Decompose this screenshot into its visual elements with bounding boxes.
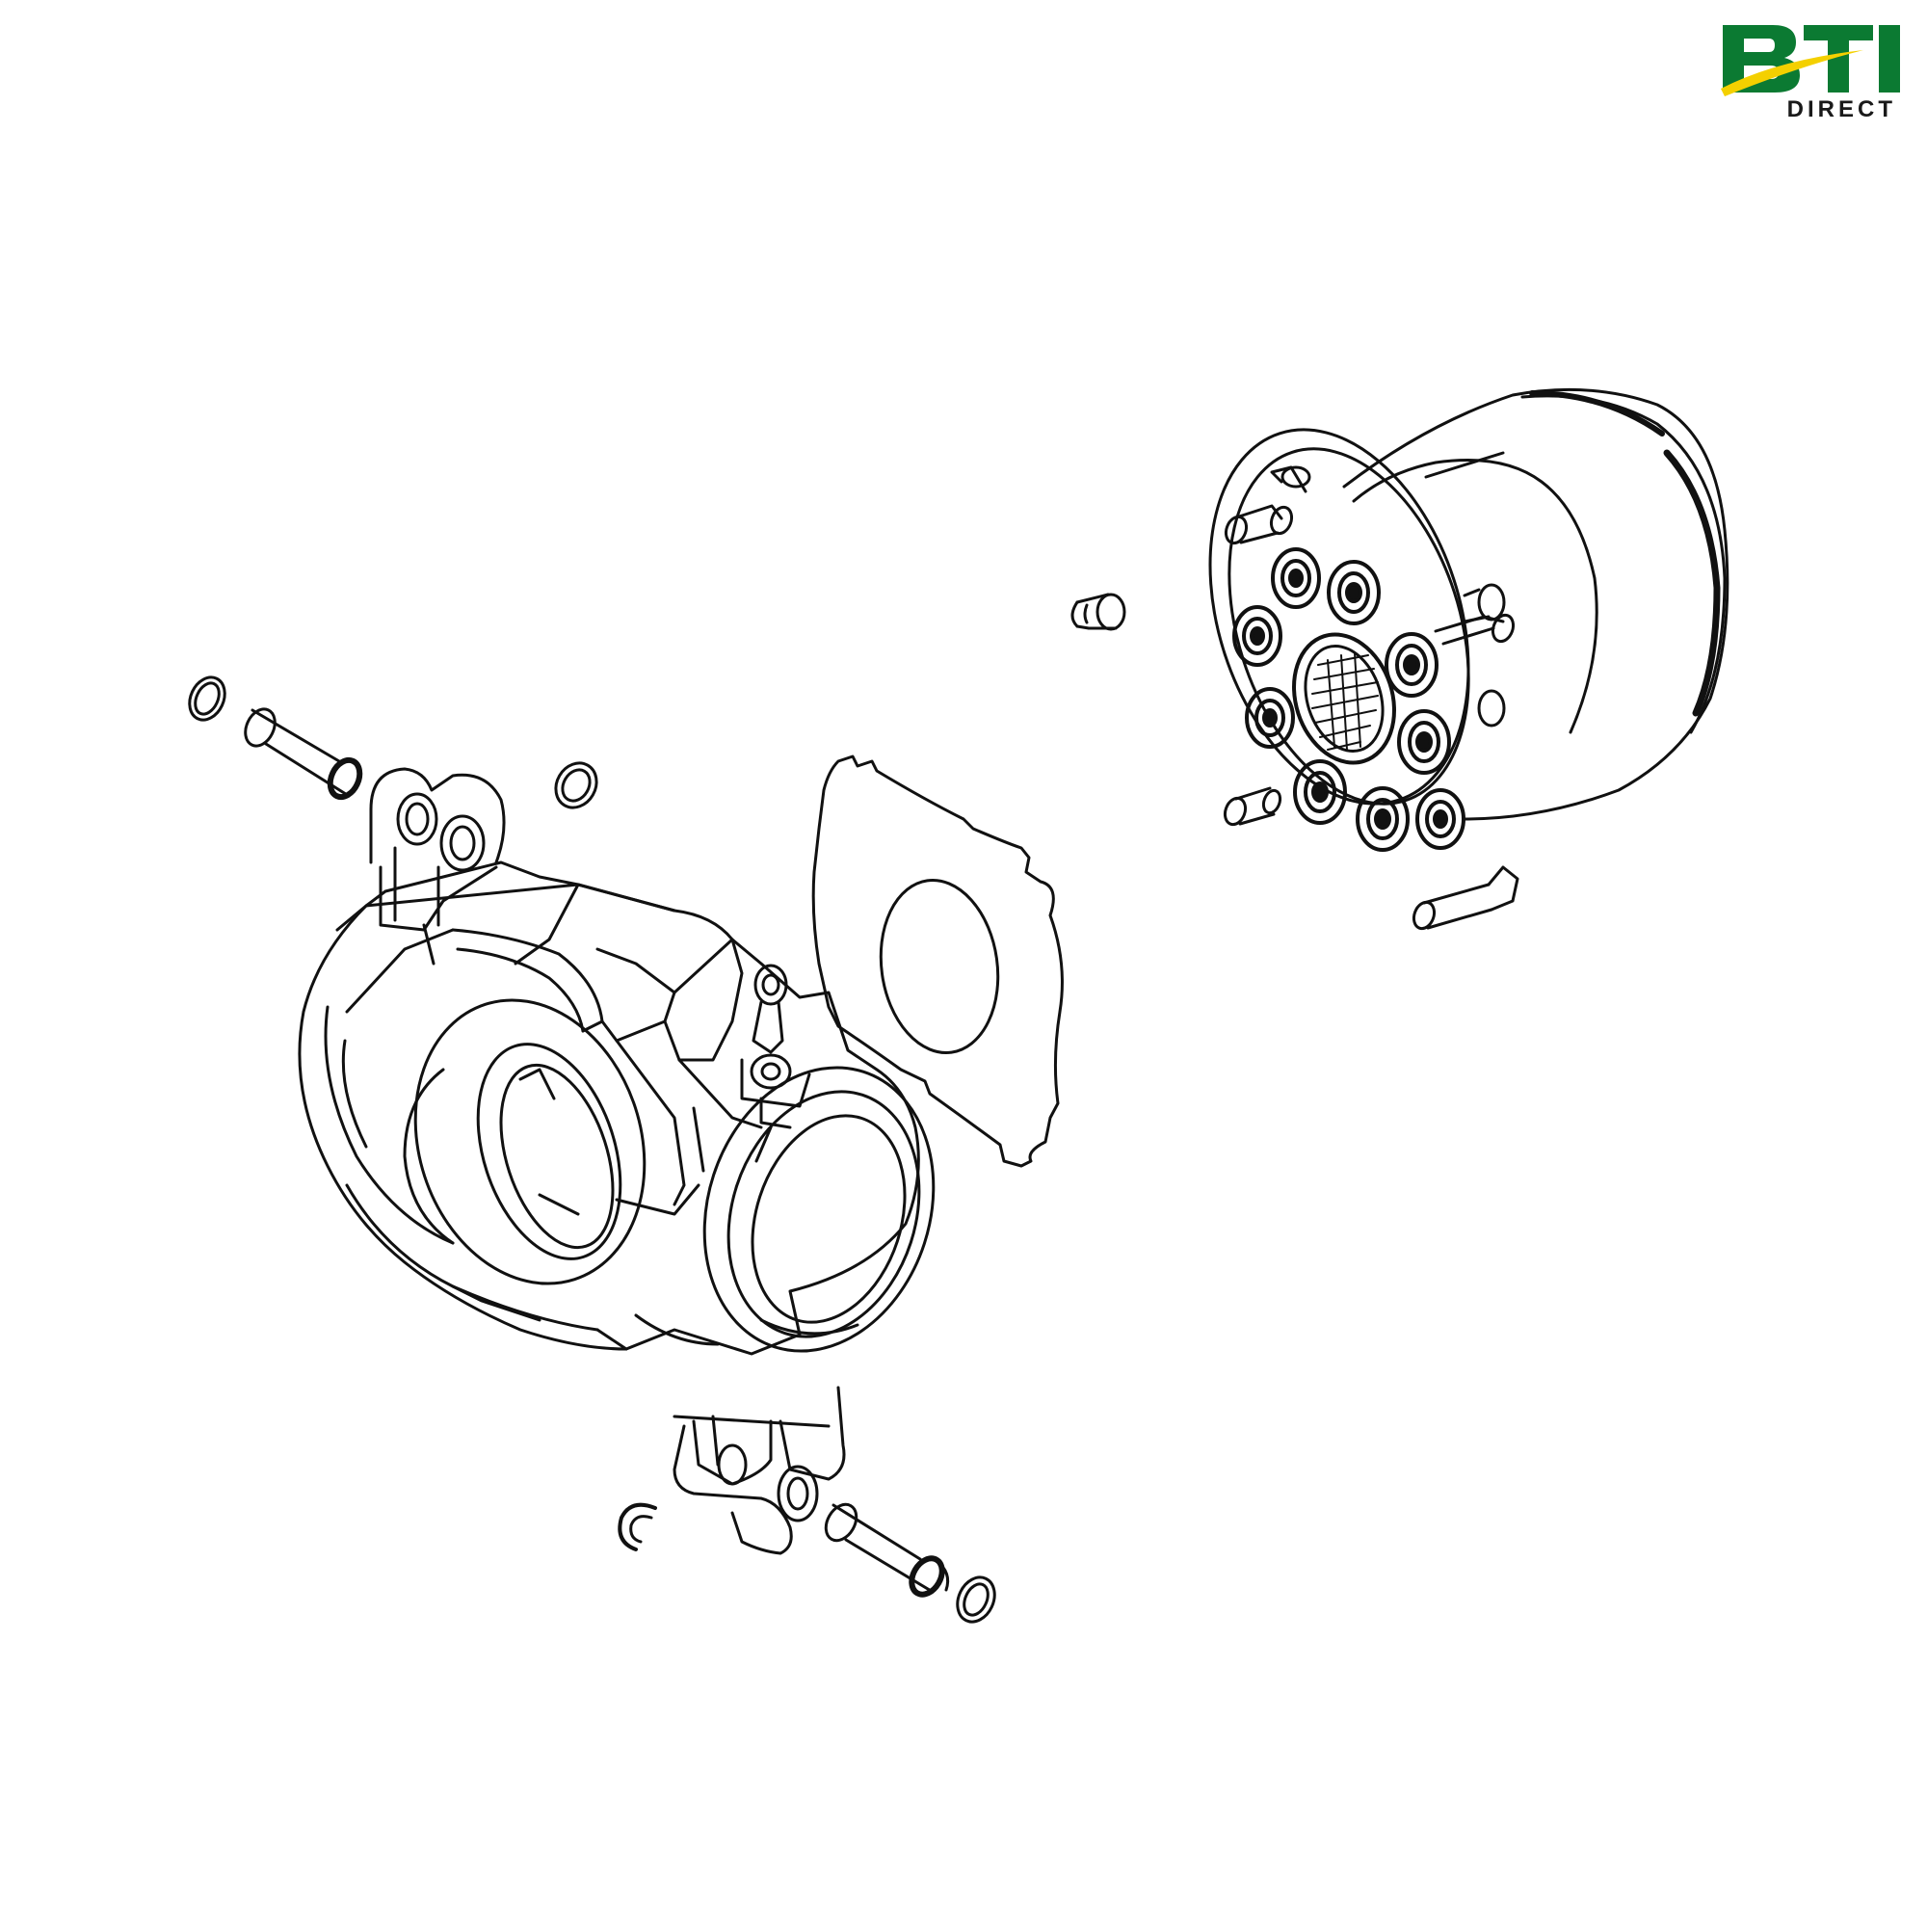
piston-3	[1232, 605, 1282, 667]
piston-ring	[1232, 547, 1465, 852]
logo-letter-b	[1723, 25, 1800, 93]
piston-5	[1245, 687, 1295, 749]
gasket	[811, 754, 1064, 1168]
logo-letter-i	[1879, 25, 1900, 93]
flange-bolt-top	[1270, 465, 1311, 493]
screw-top-left	[1224, 504, 1294, 545]
logo-subtitle: DIRECT	[1786, 96, 1896, 122]
logo-letter-t	[1804, 25, 1873, 93]
c-clip-lower-left	[618, 1502, 657, 1551]
brand-logo: DIRECT	[1715, 21, 1908, 127]
piston-1	[1271, 547, 1321, 609]
piston-4	[1385, 632, 1439, 698]
logo-swoosh	[1721, 50, 1863, 96]
motor-housing	[298, 767, 936, 1555]
piston-8	[1356, 786, 1410, 852]
o-ring-lower-right	[956, 1575, 996, 1624]
screw-bottom	[1412, 865, 1519, 931]
o-ring-upper-middle	[554, 761, 598, 809]
piston-6	[1397, 709, 1451, 775]
dowel-pin-upper	[244, 707, 363, 801]
screw-left	[1223, 786, 1282, 827]
o-ring-upper-left	[188, 675, 226, 722]
screw-right	[1434, 613, 1516, 646]
locating-sleeve	[1070, 593, 1126, 631]
rotating-group	[1208, 387, 1729, 931]
housing-fitting	[740, 964, 811, 1129]
dowel-pin-lower	[824, 1502, 950, 1598]
piston-9	[1415, 788, 1465, 850]
piston-2	[1327, 560, 1381, 625]
piston-7	[1293, 759, 1347, 825]
splined-shaft	[1292, 632, 1396, 765]
bti-logo-mark	[1721, 25, 1900, 96]
flange-bolt-right	[1463, 583, 1506, 728]
